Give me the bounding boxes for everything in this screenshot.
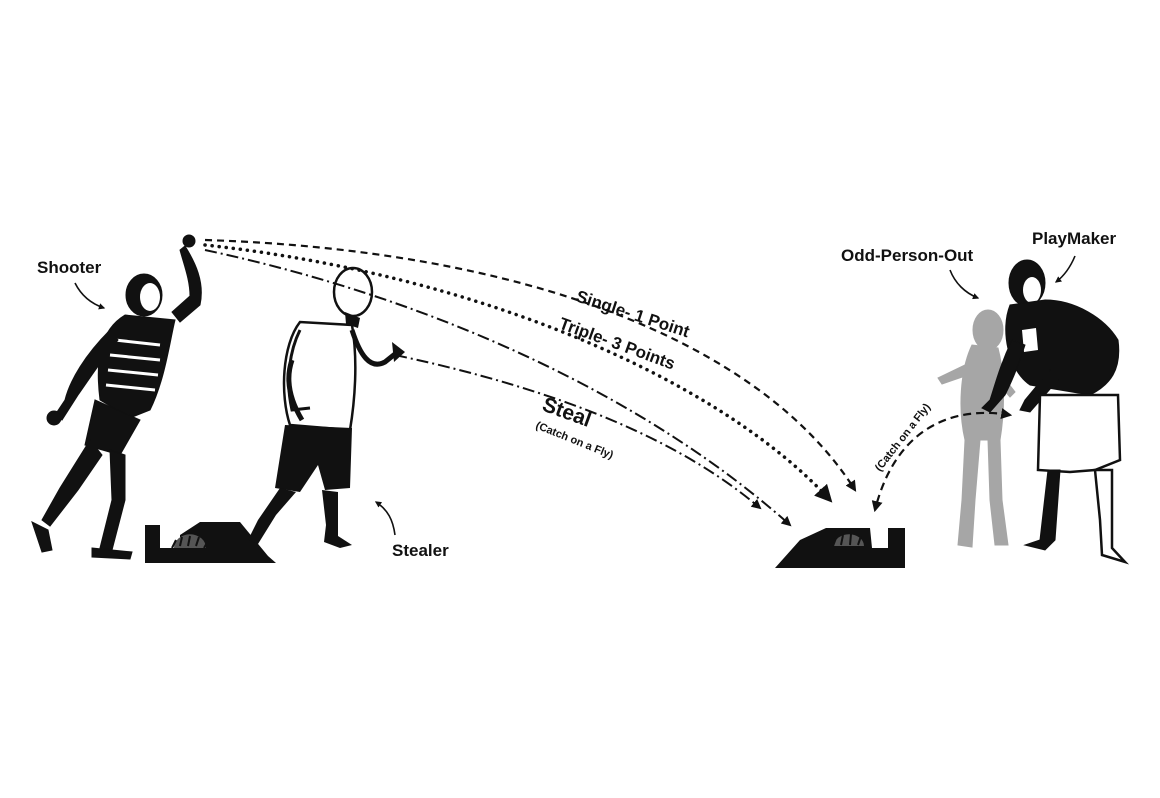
bag-in-hand xyxy=(182,234,196,248)
stealer-head xyxy=(332,266,374,318)
playmaker-figure xyxy=(981,259,1130,565)
shooter-label: Shooter xyxy=(37,258,102,277)
catch-note-label: (Catch on a Fly) xyxy=(873,401,933,474)
odd-person-out-figure xyxy=(937,309,1016,548)
stealer-pointer xyxy=(374,501,396,536)
shooter-pointer xyxy=(74,282,106,310)
steal-path xyxy=(394,354,761,509)
shooter-figure xyxy=(31,234,202,560)
stealer-figure xyxy=(248,266,405,548)
playmaker-label: PlayMaker xyxy=(1032,229,1116,248)
left-cornhole-board xyxy=(145,522,276,563)
odd-person-out-pointer xyxy=(949,269,980,300)
playmaker-pointer xyxy=(1054,255,1076,283)
stealer-label: Stealer xyxy=(392,541,449,560)
dash-dot-throw-path xyxy=(204,249,792,527)
catch-on-fly-path xyxy=(871,408,1013,513)
right-cornhole-board xyxy=(775,528,905,568)
odd-person-out-label: Odd-Person-Out xyxy=(841,246,974,265)
